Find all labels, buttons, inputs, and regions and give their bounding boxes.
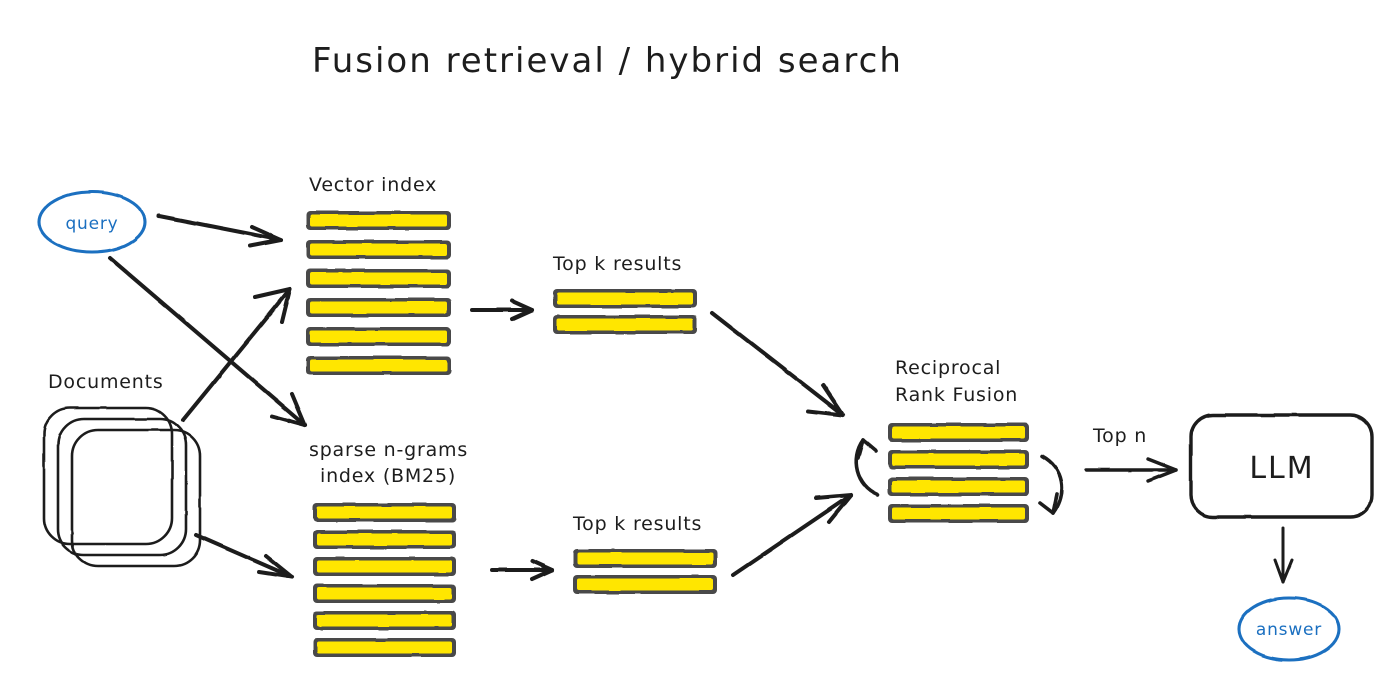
topk-vector-label: Top k results	[552, 253, 682, 275]
edge-query-to-vector-index	[157, 214, 283, 248]
rrf-label-line2: Rank Fusion	[895, 384, 1018, 406]
rrf-loop-arrow-left	[854, 438, 880, 497]
rrf-label-line1: Reciprocal	[895, 357, 1001, 379]
documents-label: Documents	[48, 371, 164, 393]
node-answer-shape[interactable]	[1237, 596, 1341, 662]
vector-index-label: Vector index	[309, 174, 437, 196]
rrf-loop-arrow-right	[1038, 454, 1064, 515]
rrf-bars[interactable]	[888, 423, 1029, 523]
node-documents-shape[interactable]	[42, 406, 202, 568]
llm-label: LLM	[1249, 451, 1314, 486]
edge-topk-vector-to-rrf	[710, 311, 845, 417]
node-query-shape[interactable]	[37, 190, 147, 254]
node-llm-shape[interactable]	[1189, 413, 1374, 519]
query-label: query	[65, 214, 118, 234]
edge-llm-to-answer	[1273, 526, 1294, 584]
answer-label: answer	[1256, 620, 1322, 640]
edge-vector-index-to-topk	[470, 299, 534, 321]
page-title: Fusion retrieval / hybrid search	[312, 41, 903, 81]
edge-topk-sparse-to-rrf	[731, 493, 853, 577]
edge-sparse-index-to-topk	[490, 559, 554, 581]
topk-vector-bars[interactable]	[553, 289, 697, 334]
sparse-index-label-line2: index (BM25)	[320, 465, 456, 487]
vector-index-bars[interactable]	[306, 211, 451, 375]
edge-rrf-to-llm	[1084, 457, 1178, 483]
edge-documents-to-vector-index	[181, 287, 292, 422]
topk-sparse-bars[interactable]	[573, 549, 717, 594]
sparse-index-label-line1: sparse n-grams	[309, 439, 468, 461]
topk-sparse-label: Top k results	[572, 513, 702, 535]
edge-documents-to-sparse-index	[194, 533, 294, 579]
edge-label-top-n: Top n	[1092, 425, 1147, 447]
sparse-index-bars[interactable]	[313, 503, 456, 657]
edge-query-to-sparse-index	[108, 256, 307, 427]
